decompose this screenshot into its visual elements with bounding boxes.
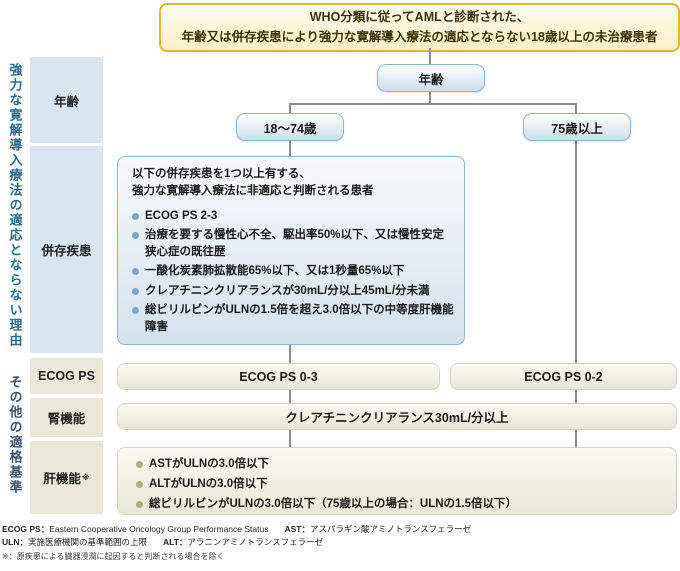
connector-line xyxy=(289,103,577,105)
abbreviation: ALT： xyxy=(163,537,188,547)
connector-line xyxy=(289,345,291,363)
bullet-icon xyxy=(132,306,139,314)
row-label-ecog: ECOG PS xyxy=(30,358,103,394)
bullet-icon xyxy=(132,287,139,295)
connector-line xyxy=(575,430,577,447)
connector-line xyxy=(289,430,291,447)
footnote-line3: ※：原疾患による臓器浸潤に起因すると判断される場合を除く xyxy=(2,552,225,561)
row-label-hepatic: 肝機能※ xyxy=(30,441,103,514)
connector-line xyxy=(429,90,431,103)
connector-line xyxy=(289,390,291,403)
row-label-renal: 腎機能 xyxy=(30,398,103,437)
list-item: ASTがULNの3.0倍以下 xyxy=(136,456,666,474)
footnote-segment: AST：アスパラギン酸アミノトランスフェラーゼ xyxy=(284,524,471,534)
ecog-box-18-74: ECOG PS 0-3 xyxy=(117,363,440,390)
list-item: ECOG PS 2-3 xyxy=(132,208,454,225)
connector-line xyxy=(429,48,431,64)
footnote-line2: ULN：実施医療機関の基準範囲の上限 ALT：アラニンアミノトランスフェラーゼ xyxy=(2,536,339,548)
node-age: 年齢 xyxy=(377,64,485,92)
abbreviation-definition: アラニンアミノトランスフェラーゼ xyxy=(187,537,324,547)
list-item: 総ビリルビンがULNの3.0倍以下（75歳以上の場合：ULNの1.5倍以下） xyxy=(136,496,666,514)
list-item: 治療を要する慢性心不全、駆出率50%以下、又は慢性安定狭心症の既往歴 xyxy=(132,227,454,262)
footnote-segment: ULN：実施医療機関の基準範囲の上限 xyxy=(2,537,147,547)
abbreviation-definition: Eastern Cooperative Oncology Group Perfo… xyxy=(49,524,269,534)
inclusion-criteria-box: WHO分類に従ってAMLと診断された、 年齢又は併存疾患により強力な寛解導入療法… xyxy=(159,3,680,52)
hepatic-bullet-text: ASTがULNの3.0倍以下 xyxy=(149,458,270,470)
comorbidity-bullet-list: ECOG PS 2-3 治療を要する慢性心不全、駆出率50%以下、又は慢性安定狭… xyxy=(132,208,454,337)
abbreviation-definition: アスパラギン酸アミノトランスフェラーゼ xyxy=(309,524,472,534)
hepatic-bullet-text: ALTがULNの3.0倍以下 xyxy=(149,477,268,490)
comorbidity-criteria-box: 以下の併存疾患を1つ以上有する、 強力な寛解導入療法に非適応と判断される患者 E… xyxy=(117,156,465,345)
hepatic-function-box: ASTがULNの3.0倍以下 ALTがULNの3.0倍以下 総ビリルビンがULN… xyxy=(117,447,677,515)
list-item: 一酸化炭素肺拡散能65%以下、又は1秒量65%以下 xyxy=(132,263,454,280)
footnote-line1: ECOG PS：Eastern Cooperative Oncology Gro… xyxy=(2,523,487,535)
inclusion-criteria-line2: 年齢又は併存疾患により強力な寛解導入療法の適応とならない18歳以上の未治療患者 xyxy=(181,29,658,44)
inclusion-criteria-line1: WHO分類に従ってAMLと診断された、 xyxy=(309,10,530,25)
connector-line xyxy=(289,139,291,156)
row-label-comorbidity: 併存疾患 xyxy=(30,146,103,353)
comorbidity-header: 以下の併存疾患を1つ以上有する、 強力な寛解導入療法に非適応と判断される患者 xyxy=(132,166,454,201)
list-item: ALTがULNの3.0倍以下 xyxy=(136,476,666,494)
comorbidity-bullet-text: 一酸化炭素肺拡散能65%以下、又は1秒量65%以下 xyxy=(145,265,405,278)
hepatic-bullet-text: 総ビリルビンがULNの3.0倍以下（75歳以上の場合：ULNの1.5倍以下） xyxy=(149,497,518,510)
footnote-mark: ※ xyxy=(81,473,90,482)
list-item: クレアチニンクリアランスが30mL/分以上45mL/分未満 xyxy=(132,283,454,300)
node-age-18-74: 18～74歳 xyxy=(236,113,344,141)
bullet-icon xyxy=(132,268,139,276)
renal-function-box: クレアチニンクリアランス30mL/分以上 xyxy=(117,403,677,430)
connector-line xyxy=(289,103,291,113)
row-label-age: 年齢 xyxy=(30,57,103,143)
connector-line xyxy=(575,139,577,363)
row-label-hepatic-text: 肝機能 xyxy=(43,472,81,486)
comorbidity-bullet-text: ECOG PS 2-3 xyxy=(145,209,218,222)
bullet-icon xyxy=(136,480,143,488)
comorbidity-bullet-text: 総ビリルビンがULNの1.5倍を超え3.0倍以下の中等度肝機能障害 xyxy=(145,303,454,333)
side-label-reason: 強力な寛解導入療法の適応とならない理由 xyxy=(7,62,23,348)
abbreviation: AST： xyxy=(284,524,310,534)
bullet-icon xyxy=(132,212,139,220)
comorbidity-bullet-text: 治療を要する慢性心不全、駆出率50%以下、又は慢性安定狭心症の既往歴 xyxy=(145,228,445,258)
node-age-75-plus: 75歳以上 xyxy=(523,113,631,141)
bullet-icon xyxy=(136,500,143,508)
connector-line xyxy=(575,103,577,113)
abbreviation: ECOG PS： xyxy=(2,524,50,534)
footnote-segment: ALT：アラニンアミノトランスフェラーゼ xyxy=(163,537,323,547)
comorbidity-header-line1: 以下の併存疾患を1つ以上有する、 xyxy=(132,168,311,180)
comorbidity-header-line2: 強力な寛解導入療法に非適応と判断される患者 xyxy=(132,185,374,198)
abbreviation: ULN： xyxy=(2,537,28,547)
connector-line xyxy=(575,390,577,403)
side-label-other-criteria: その他の適格基準 xyxy=(7,375,23,495)
abbreviation-definition: 実施医療機関の基準範囲の上限 xyxy=(27,537,147,547)
list-item: 総ビリルビンがULNの1.5倍を超え3.0倍以下の中等度肝機能障害 xyxy=(132,302,454,337)
bullet-icon xyxy=(132,231,139,239)
hepatic-bullet-list: ASTがULNの3.0倍以下 ALTがULNの3.0倍以下 総ビリルビンがULN… xyxy=(136,456,666,513)
footnote-segment: ECOG PS：Eastern Cooperative Oncology Gro… xyxy=(2,524,268,534)
comorbidity-bullet-text: クレアチニンクリアランスが30mL/分以上45mL/分未満 xyxy=(145,284,430,297)
bullet-icon xyxy=(136,461,143,468)
ecog-box-75-plus: ECOG PS 0-2 xyxy=(450,363,677,390)
